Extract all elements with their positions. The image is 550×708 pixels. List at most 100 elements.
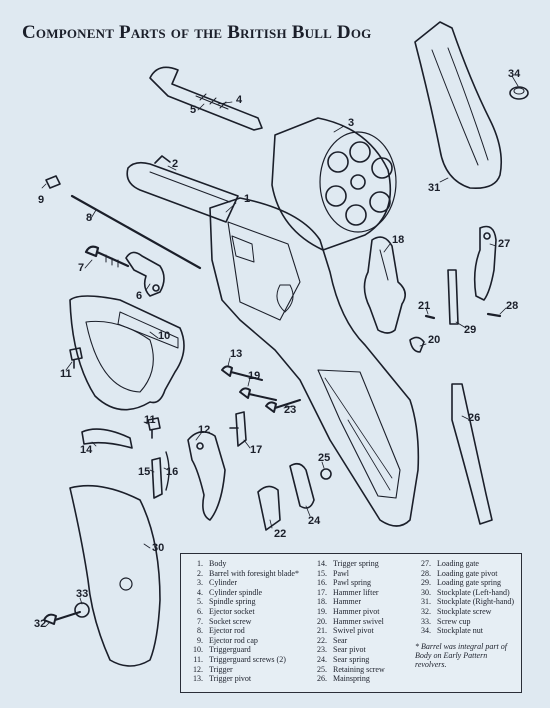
legend-item: 12.Trigger (187, 665, 307, 675)
legend-item-number: 4. (197, 587, 203, 597)
legend-item-number: 28. (421, 568, 431, 578)
legend-item-number: 19. (317, 606, 327, 616)
legend-item: 1. Body (187, 559, 307, 569)
diagram-title: Component Parts of the British Bull Dog (22, 22, 372, 43)
legend-item-label: Cylinder spindle (209, 587, 263, 597)
legend-item-label: Swivel pivot (333, 626, 374, 636)
callout-17: 17 (250, 444, 263, 456)
legend-item-label: Barrel with foresight blade* (209, 568, 299, 578)
legend-item: 28. Loading gate pivot (415, 569, 515, 579)
ejector-rod-cap-shape (45, 175, 61, 189)
legend-item-number: 1. (197, 559, 203, 568)
legend-column-1: 1. Body 2. Barrel with foresight blade* 3. Cy… (187, 559, 307, 687)
legend-item-number: 29. (421, 578, 431, 588)
callout-19: 19 (248, 370, 261, 382)
callout-10: 10 (158, 330, 171, 342)
pawl-shape (151, 457, 163, 499)
socket-screw-shape (84, 245, 130, 268)
legend-item: 14.Trigger spring (311, 559, 411, 569)
legend-item-label: Stockplate screw (437, 606, 492, 616)
loading-gate-shape (473, 225, 497, 301)
legend-item-number: 5. (197, 597, 203, 607)
legend-item-label: Stockplate nut (437, 626, 483, 636)
legend-item: 4. Cylinder spindle (187, 588, 307, 598)
legend-item: 17.Hammer lifter (311, 588, 411, 598)
callout-8: 8 (86, 212, 93, 224)
legend-item-label: Retaining screw (333, 664, 385, 674)
triggerguard-screw-shape-2 (147, 417, 161, 439)
loading-gate-spring-shape (447, 269, 459, 325)
legend-item: 22. Sear (311, 636, 411, 646)
legend-item: 24.Sear spring (311, 655, 411, 665)
callout-2: 2 (172, 158, 179, 170)
legend-item-label: Triggerguard (209, 645, 251, 655)
sear-pivot-shape (265, 399, 301, 413)
callout-14: 14 (80, 444, 93, 456)
legend-item-number: 30. (421, 587, 431, 597)
legend-item-number: 3. (197, 578, 203, 588)
legend-item-number: 22. (317, 635, 327, 645)
legend-item-number: 34. (421, 626, 431, 636)
callout-21: 21 (418, 300, 431, 312)
legend-item-label: Ejector rod (209, 626, 245, 636)
legend-item-label: Loading gate spring (437, 578, 501, 588)
ejector-socket-shape (125, 251, 165, 297)
cylinder-shape (271, 117, 392, 251)
callout-31: 31 (428, 182, 441, 194)
callout-15: 15 (138, 466, 151, 478)
loading-gate-pivot-shape (486, 312, 502, 318)
legend-item: 29. Loading gate spring (415, 578, 515, 588)
legend-item-label: Stockplate (Right-hand) (437, 597, 515, 607)
legend-item: 15.Pawl (311, 569, 411, 579)
legend-item-label: Hammer swivel (333, 616, 384, 626)
legend-item-number: 33. (421, 616, 431, 626)
callout-11: 11 (60, 368, 72, 380)
stockplate-screw-shape (43, 611, 81, 625)
legend-item-label: Ejector socket (209, 606, 255, 616)
legend-item-label: Pawl (333, 568, 349, 578)
stockplate-right-shape (414, 21, 503, 190)
callout-29: 29 (464, 324, 477, 336)
legend-item-label: Loading gate pivot (437, 568, 498, 578)
legend-item: 16.Pawl spring (311, 578, 411, 588)
callout-11b: 11 (144, 414, 156, 426)
legend-item-number: 2. (197, 568, 203, 578)
legend-item: 19.Hammer pivot (311, 607, 411, 617)
callout-13: 13 (230, 348, 243, 360)
legend-item-number: 25. (317, 664, 327, 674)
mainspring-shape (451, 383, 493, 525)
legend-item-number: 8. (197, 626, 203, 636)
legend-item: 6. Ejector socket (187, 607, 307, 617)
callout-20: 20 (428, 334, 441, 346)
legend-item-label: Sear (333, 635, 348, 645)
legend-item-number: 6. (197, 606, 203, 616)
triggerguard-screw-shape (69, 347, 83, 369)
legend-item-number: 16. (317, 578, 327, 588)
callout-12: 12 (198, 424, 211, 436)
callout-5: 5 (190, 104, 197, 116)
legend-item-label: Body (209, 559, 227, 568)
legend-item-number: 20. (317, 616, 327, 626)
legend-item-number: 10. (193, 645, 203, 655)
legend-footnote: * Barrel was integral part of Body on Ea… (415, 641, 507, 669)
legend-item-label: Spindle spring (209, 597, 256, 607)
legend-item: 10. Triggerguard (187, 645, 307, 655)
callout-3: 3 (348, 117, 355, 129)
pawl-spring-shape (165, 451, 170, 491)
parts-legend: 1. Body 2. Barrel with foresight blade* 3. Cy… (180, 553, 522, 693)
legend-item-number: 31. (421, 597, 431, 607)
legend-item: 5. Spindle spring (187, 597, 307, 607)
callout-30: 30 (152, 542, 165, 554)
legend-item-label: Hammer lifter (333, 587, 379, 597)
legend-item-number: 21. (317, 626, 327, 636)
legend-item-number: 27. (421, 559, 431, 568)
legend-item: 32.Stockplate screw (415, 607, 515, 617)
legend-item-label: Stockplate (Left-hand) (437, 587, 510, 597)
callout-9: 9 (38, 194, 45, 206)
callout-33: 33 (76, 588, 89, 600)
legend-item-label: Socket screw (209, 616, 252, 626)
legend-item-label: Cylinder (209, 578, 237, 588)
legend-item: 25. Retaining screw (311, 665, 411, 675)
legend-item-label: Ejector rod cap (209, 635, 258, 645)
